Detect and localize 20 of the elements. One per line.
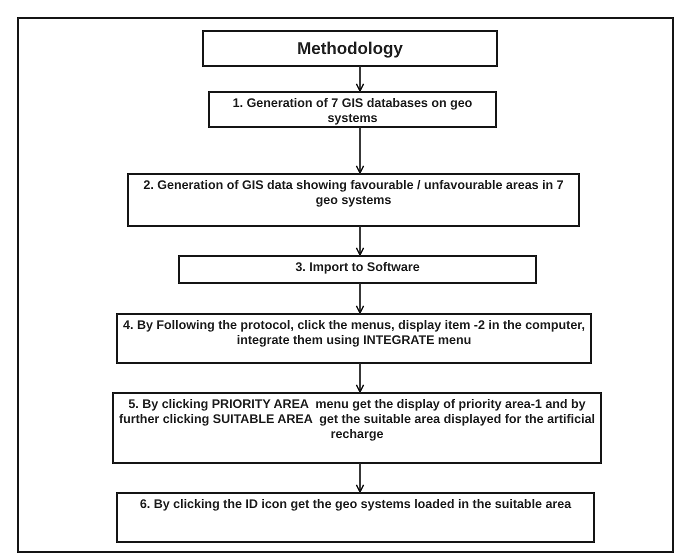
process-box	[202, 30, 498, 67]
process-box	[112, 392, 602, 464]
process-box	[127, 173, 580, 227]
process-box	[208, 91, 497, 128]
step-text: 2. Generation of GIS data showing favourable / unfavourable areas in 7 geo systems	[142, 178, 565, 208]
arrow	[356, 227, 364, 256]
heading-text: Methodology	[297, 38, 403, 58]
step-text: 1. Generation of 7 GIS databases on geo systems	[232, 96, 474, 126]
arrow	[356, 284, 364, 314]
arrow	[356, 464, 364, 493]
process-box	[116, 492, 595, 543]
step-text: 4. By Following the protocol, click the menus, display item -2 in the computer, integrate them using INTEGRATE menu	[122, 318, 586, 348]
process-box	[178, 255, 537, 284]
arrow	[356, 128, 364, 174]
step-text: 6. By clicking the ID icon get the geo systems loaded in the suitable area	[140, 497, 572, 512]
process-box	[116, 313, 592, 364]
arrow	[356, 67, 364, 92]
step-text: 5. By clicking PRIORITY AREA menu get the display of priority area-1 and by further clicking SUITABLE AREA get the suitable area displayed for the artificial recharge	[118, 397, 596, 442]
arrow	[356, 364, 364, 393]
step-text: 3. Import to Software	[295, 260, 420, 275]
